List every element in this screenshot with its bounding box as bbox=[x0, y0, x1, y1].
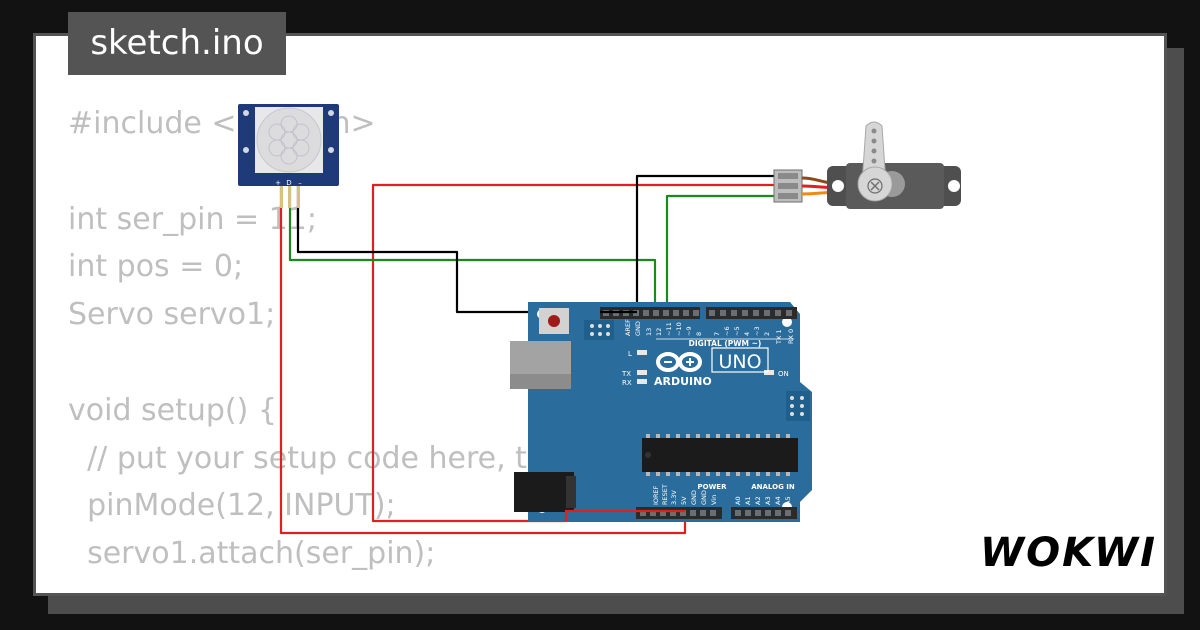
code-line: servo1.attach(ser_pin); bbox=[68, 536, 436, 572]
wire-green-pir-signal bbox=[288, 186, 657, 312]
digital-pin-label: 7 bbox=[713, 332, 721, 336]
power-pin-label: GND bbox=[690, 490, 698, 505]
digital-pin-label: GND bbox=[634, 321, 642, 336]
led-l-label: L bbox=[628, 350, 632, 358]
arduino-infinity-icon bbox=[656, 352, 702, 372]
power-pin-label: RESET bbox=[661, 484, 669, 505]
code-line: void setup() { bbox=[68, 392, 277, 428]
led-rx-label: RX bbox=[622, 379, 632, 387]
digital-pin-label: ~5 bbox=[733, 326, 741, 336]
digital-pin-label: TX 1 bbox=[775, 329, 783, 345]
wire-black-pir-ground bbox=[296, 174, 779, 314]
digital-pin-label: ~9 bbox=[685, 326, 693, 336]
digital-pin-label: ~10 bbox=[675, 322, 683, 336]
pir-pin-label: D bbox=[286, 179, 291, 187]
digital-pin-label: 2 bbox=[763, 332, 771, 336]
digital-pin-label: RX 0 bbox=[787, 329, 795, 344]
wokwi-logo: WOKWI bbox=[980, 530, 1154, 576]
led-tx-label: TX bbox=[621, 370, 631, 378]
digital-pin-label: 13 bbox=[645, 328, 653, 336]
servo-motor[interactable] bbox=[773, 121, 961, 209]
digital-pin-label: 12 bbox=[655, 328, 663, 336]
file-tab[interactable]: sketch.ino bbox=[68, 12, 286, 75]
code-line: int ser_pin = 11; bbox=[68, 201, 317, 237]
code-line: pinMode(12, INPUT); bbox=[68, 488, 396, 524]
pir-sensor[interactable]: + D – bbox=[238, 104, 339, 208]
code-line: Servo servo1; bbox=[68, 297, 276, 333]
power-header-label: POWER bbox=[698, 483, 728, 491]
pir-pin-label: + bbox=[275, 179, 281, 187]
arduino-uno-board[interactable]: AREF GND 13 12 ~11 ~10 ~9 8 7 ~6 ~5 4 ~3… bbox=[510, 302, 812, 522]
led-on-label: ON bbox=[778, 370, 789, 378]
digital-pin-label: ~3 bbox=[753, 326, 761, 336]
digital-pin-label: 8 bbox=[695, 332, 703, 336]
digital-pin-label: 4 bbox=[743, 332, 751, 336]
analog-pin-label: A2 bbox=[754, 496, 762, 505]
analog-pin-label: A5 bbox=[784, 496, 792, 505]
analog-pin-label: A1 bbox=[744, 496, 752, 505]
power-pin-label: 3.3V bbox=[670, 490, 678, 505]
wokwi-logo-text: WOKWI bbox=[980, 530, 1154, 576]
analog-pin-label: A4 bbox=[774, 496, 782, 505]
analog-pin-label: A0 bbox=[734, 496, 742, 505]
power-pin-label: GND bbox=[700, 490, 708, 505]
digital-pin-label: ~6 bbox=[723, 326, 731, 336]
power-pin-label: IOREF bbox=[652, 485, 660, 505]
code-line: int pos = 0; bbox=[68, 249, 244, 285]
pir-pin-label: – bbox=[298, 179, 302, 187]
digital-pin-label: ~11 bbox=[665, 322, 673, 336]
digital-pin-label: AREF bbox=[624, 319, 632, 336]
analog-pin-label: A3 bbox=[764, 496, 772, 505]
power-pin-label: 5V bbox=[680, 496, 688, 505]
analog-header-label: ANALOG IN bbox=[751, 483, 795, 491]
arduino-brand-label: ARDUINO bbox=[654, 375, 712, 388]
power-pin-label: Vin bbox=[710, 495, 718, 505]
digital-header-label: DIGITAL (PWM ~) bbox=[689, 339, 762, 348]
wire-green-servo-signal bbox=[665, 194, 779, 312]
arduino-model-label: UNO bbox=[718, 351, 761, 373]
